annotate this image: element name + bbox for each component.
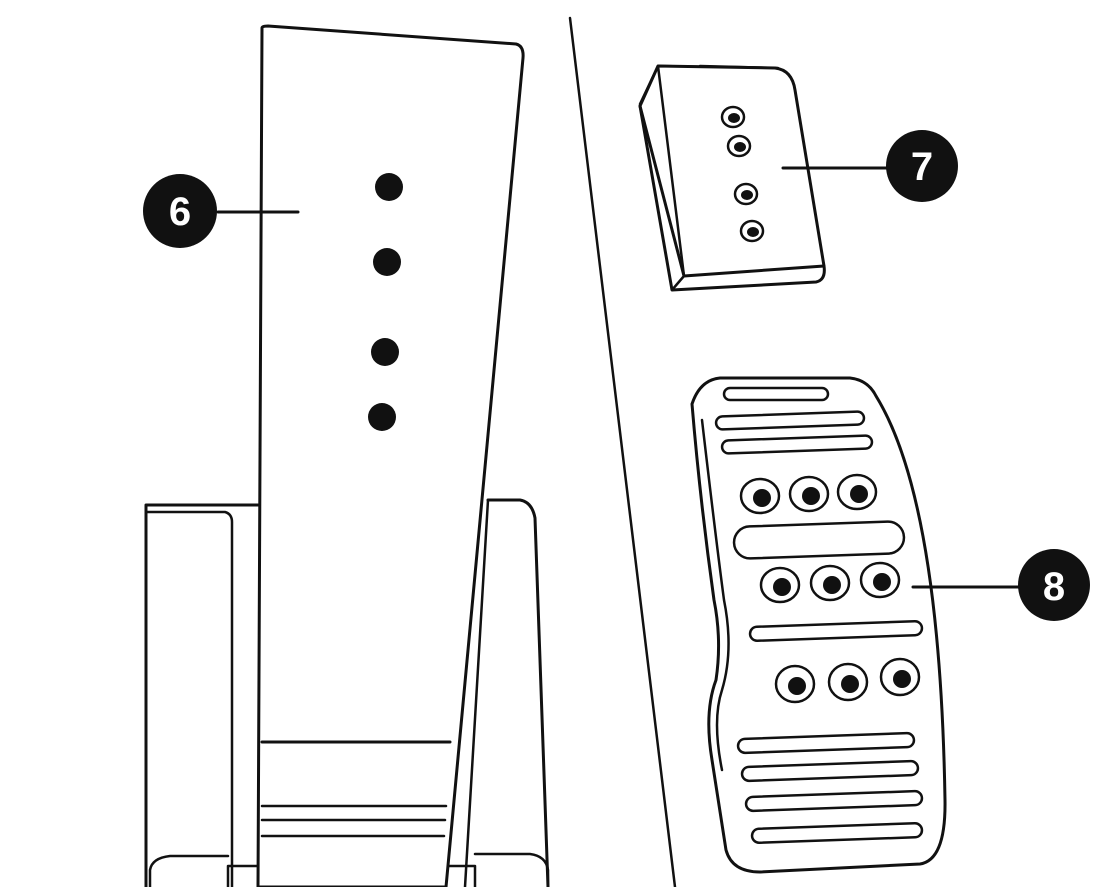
arm-hole (375, 173, 403, 201)
pad-large-holes-row-1 (739, 473, 878, 515)
callout-8: 8 (911, 549, 1090, 621)
pad-large-slot-mid (732, 520, 906, 560)
pedal-pad-large (690, 376, 947, 874)
callout-badge (1018, 549, 1090, 621)
arm-hole (371, 338, 399, 366)
arm-hole (373, 248, 401, 276)
pad-large-slots-bottom (736, 731, 924, 844)
callout-badge (886, 130, 958, 202)
callout-badge (143, 174, 217, 248)
pad-large-holes-row-2 (759, 561, 901, 604)
panel-divider (568, 16, 677, 887)
pedal-pad-small (638, 64, 826, 292)
pad-large-slots-top (714, 386, 874, 455)
callout-number: 7 (911, 145, 933, 189)
callout-7: 7 (781, 130, 958, 202)
callout-number: 8 (1043, 565, 1065, 609)
pedal-base-housing (144, 498, 550, 887)
pad-large-holes-row-3 (774, 657, 921, 704)
pedal-arm (256, 24, 525, 887)
arm-hole (368, 403, 396, 431)
pad-large-slot-mid-2 (748, 619, 924, 643)
callout-number: 6 (169, 190, 191, 234)
pad-small-holes (720, 105, 765, 243)
callout-6: 6 (143, 174, 300, 248)
